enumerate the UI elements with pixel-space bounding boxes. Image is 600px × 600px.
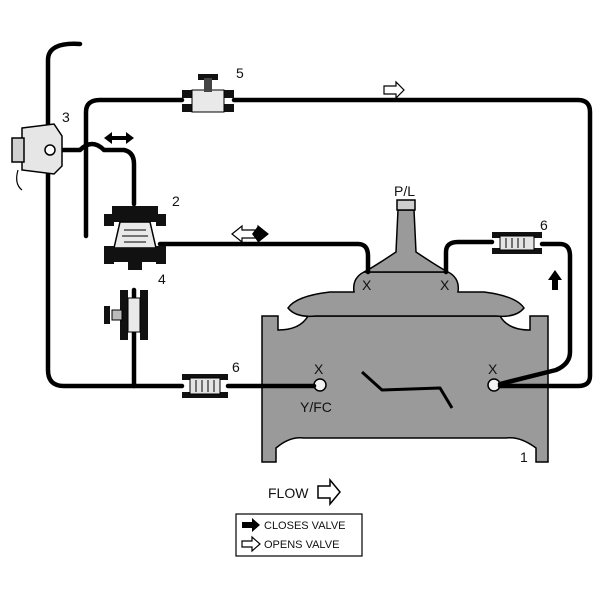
legend-closes-label: CLOSES VALVE bbox=[264, 520, 346, 532]
pilot-2 bbox=[104, 206, 166, 270]
label-port-x-outlet: X bbox=[488, 361, 498, 377]
check-valve-6-bottom bbox=[182, 374, 228, 398]
label-port-x-inlet: X bbox=[314, 361, 324, 377]
isolation-valve-5 bbox=[182, 74, 234, 113]
opens-arrow-icon bbox=[241, 535, 261, 553]
legend-opens-label: OPENS VALVE bbox=[264, 539, 339, 551]
label-component-6-top: 6 bbox=[540, 217, 548, 233]
legend: CLOSES VALVE OPENS VALVE bbox=[235, 513, 363, 557]
diagram-labels: 1 2 3 4 5 6 6 P/L Y/FC X X X X FLOW bbox=[62, 65, 548, 501]
main-valve-body bbox=[261, 199, 549, 463]
label-component-2: 2 bbox=[172, 193, 180, 209]
label-component-6-bottom: 6 bbox=[232, 359, 240, 375]
label-flow: FLOW bbox=[268, 485, 309, 501]
label-component-5: 5 bbox=[236, 65, 244, 81]
closes-arrow-icon bbox=[242, 518, 260, 532]
label-port-x-bonnet-left: X bbox=[362, 277, 372, 293]
needle-valve-4 bbox=[104, 290, 148, 340]
label-port-x-bonnet-right: X bbox=[440, 277, 450, 293]
label-port-pl: P/L bbox=[394, 183, 415, 199]
label-port-yfc: Y/FC bbox=[300, 399, 332, 415]
strainer-3 bbox=[11, 123, 63, 191]
flow-arrows bbox=[104, 80, 562, 507]
label-component-4: 4 bbox=[158, 271, 166, 287]
label-component-3: 3 bbox=[62, 109, 70, 125]
control-piping bbox=[45, 41, 593, 389]
check-valve-6-top bbox=[492, 232, 542, 254]
label-component-1: 1 bbox=[520, 449, 528, 465]
